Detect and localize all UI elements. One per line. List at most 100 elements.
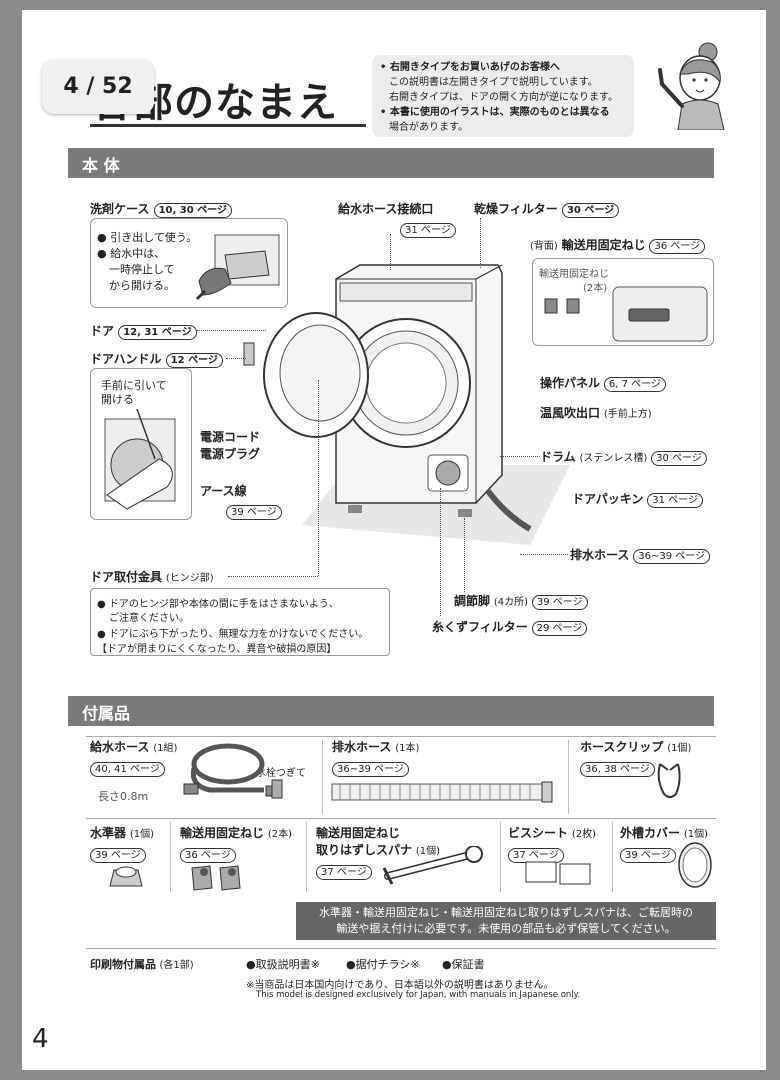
page-ref: 31 ページ: [400, 223, 456, 238]
acc-qty: (1個): [667, 743, 692, 754]
column-divider: [322, 740, 323, 814]
acc-qty: (1個): [129, 829, 155, 840]
drain-hose-illustration: [331, 781, 553, 803]
acc-supply-hose: 給水ホース (1組): [90, 738, 177, 755]
label-sub: (4カ所): [493, 597, 529, 608]
acc-level: 水準器 (1個): [90, 824, 154, 841]
acc-screw-ref-wrap: 36 ページ: [180, 843, 236, 863]
label-door-handle: ドアハンドル 12 ページ: [90, 350, 223, 368]
label-adjust-foot: 調節脚 (4カ所) 39 ページ: [454, 592, 588, 610]
label-text: ドラム: [540, 450, 576, 464]
label-text: 温風吹出口: [540, 406, 601, 420]
column-divider: [568, 740, 569, 814]
notice-line: 水準器・輸送用固定ねじ・輸送用固定ねじ取りはずしスパナは、ご転居時の: [319, 906, 693, 919]
label-detergent-case: 洗剤ケース 10, 30 ページ: [90, 200, 232, 218]
column-divider: [170, 822, 171, 892]
leader-line: [464, 518, 465, 592]
tip-line: 開ける: [101, 393, 134, 406]
detergent-tip-box: ● 引き出して使う。 ● 給水中は、 一時停止して から開ける。: [90, 218, 288, 308]
leader-line: [520, 554, 568, 555]
acc-name: ホースクリップ: [580, 740, 664, 754]
usage-note: • 右開きタイプをお買いあげのお客様へ この説明書は左開きタイプで説明しています…: [372, 55, 634, 137]
supply-hose-length: 長さ0.8m: [98, 790, 149, 803]
transport-screws-illustration: [191, 865, 241, 891]
acc-name: 取りはずしスパナ: [316, 843, 413, 857]
acc-name: ビスシート: [508, 826, 569, 840]
page-ref: 39 ページ: [531, 595, 588, 610]
tip-line: 手前に引いて: [101, 379, 167, 392]
leader-line: [228, 576, 318, 577]
label-sub: (ステンレス槽): [579, 453, 648, 464]
page-ref: 36, 38 ページ: [580, 762, 655, 777]
tip-line: ● 給水中は、: [97, 247, 166, 260]
inset-label: 輸送用固定ねじ: [539, 269, 609, 280]
notice-line: 輸送や据え付けに必要です。未使用の部品も必ず保管してください。: [336, 922, 676, 935]
acc-qty: (2枚): [571, 829, 597, 840]
page-ref: 29 ページ: [531, 621, 588, 636]
warning-line: ● ドアにぶら下がったり、無理な力をかけないでください。: [97, 629, 369, 640]
column-divider: [306, 822, 307, 892]
acc-screw-sheet: ビスシート (2枚): [508, 824, 596, 841]
printed-item: ●据付チラシ※: [346, 958, 420, 971]
hose-clip-illustration: [657, 763, 681, 798]
domestic-only-note: ※当商品は日本国内向けであり、日本語以外の説明書はありません。: [246, 980, 554, 991]
level-illustration: [109, 866, 143, 887]
acc-spanner-ref-wrap: 37 ページ: [316, 860, 372, 880]
label-water-inlet: 給水ホース接続口: [338, 202, 434, 216]
label-text: 調節脚: [454, 594, 491, 608]
acc-drain-hose-ref-wrap: 36~39 ページ: [332, 757, 409, 777]
acc-name: 外槽カバー: [620, 826, 681, 840]
leader-line: [500, 456, 540, 457]
printed-item: ●保証書: [442, 958, 485, 971]
acc-name: 排水ホース: [332, 740, 392, 754]
label-lint-filter: 糸くずフィルター 29 ページ: [432, 618, 588, 636]
label-drum: ドラム (ステンレス槽) 30 ページ: [540, 448, 707, 466]
warning-line: ご注意ください。: [109, 613, 189, 624]
acc-qty: (2本): [267, 829, 293, 840]
page-ref: 36~39 ページ: [332, 762, 409, 777]
page-ref: 39 ページ: [226, 505, 282, 520]
label-sub: (手前上方): [603, 409, 652, 420]
acc-qty: (1本): [395, 743, 420, 754]
screw-sheet-illustration: [525, 861, 591, 885]
tub-cover-illustration: [678, 842, 712, 888]
label-door-hinge: ドア取付金具 (ヒンジ部): [90, 568, 214, 585]
acc-spanner: 取りはずしスパナ (1個): [316, 841, 440, 858]
page-ref: 40, 41 ページ: [90, 762, 165, 777]
label-power-plug: 電源プラグ: [200, 447, 261, 461]
acc-hose-clip: ホースクリップ (1個): [580, 738, 691, 755]
acc-cover-ref-wrap: 39 ページ: [620, 843, 676, 863]
acc-name: 水準器: [90, 826, 127, 840]
label-text: 洗剤ケース: [90, 202, 150, 216]
section-header-accessories: 付属品: [68, 696, 714, 726]
door-handle-tip-box: 手前に引いて 開ける: [90, 368, 192, 520]
acc-transport-screw: 輸送用固定ねじ (2本): [180, 824, 292, 841]
transport-screw-illustration: [544, 286, 708, 342]
label-text: ドア: [90, 324, 115, 338]
note-line: 右開きタイプは、ドアの開く方向が逆になります。: [389, 92, 618, 103]
page-number: 4: [32, 1024, 49, 1054]
handle-pull-illustration: [104, 409, 176, 510]
leader-line: [390, 234, 391, 270]
label-hot-air-outlet: 温風吹出口 (手前上方): [540, 404, 652, 421]
tip-line: 一時停止して: [109, 263, 175, 276]
label-text: 輸送用固定ねじ: [561, 238, 646, 252]
leader-line: [440, 488, 441, 616]
column-divider: [500, 822, 501, 892]
supply-hose-illustration: [183, 743, 283, 799]
note-line: この説明書は左開きタイプで説明しています。: [389, 77, 598, 88]
page-ref: 12, 31 ページ: [118, 325, 197, 340]
column-divider: [612, 822, 613, 892]
acc-supply-hose-ref-wrap: 40, 41 ページ: [90, 757, 165, 777]
acc-qty: (1個): [683, 829, 709, 840]
manual-page: [22, 10, 766, 1070]
warning-line: ● ドアのヒンジ部や本体の間に手をはさまないよう、: [97, 599, 339, 610]
page-counter-badge[interactable]: 4 / 52: [42, 60, 154, 114]
page-ref: 36~39 ページ: [633, 549, 711, 564]
printed-materials: 印刷物付属品 (各1部): [90, 956, 194, 972]
title-underline: [90, 124, 366, 127]
faucet-adapter-label: 水栓つぎて: [256, 768, 306, 779]
printed-item: ●取扱説明書※: [246, 958, 320, 971]
label-transport-screw: (背面) 輸送用固定ねじ 36 ページ: [530, 236, 706, 254]
washer-illustration: [243, 264, 570, 545]
